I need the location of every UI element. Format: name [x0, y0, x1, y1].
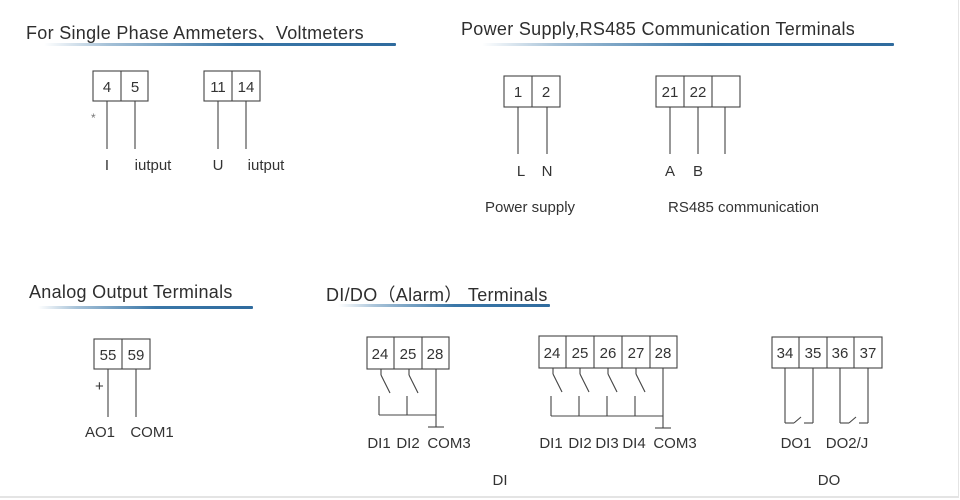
- terminal-number: 36: [832, 345, 849, 362]
- terminal-number: 4: [103, 79, 111, 96]
- wire-label-di2: DI2: [568, 435, 592, 452]
- wire-label-di1: DI1: [367, 435, 391, 452]
- wire-label-com1: COM1: [130, 424, 174, 441]
- wire-label-iutput: iutput: [134, 157, 172, 174]
- terminal-number: 37: [860, 345, 877, 362]
- terminal-block-power-supply: [503, 75, 561, 154]
- wire-label-di4: DI4: [622, 435, 646, 452]
- terminal-block-current: [92, 70, 149, 149]
- terminal-number: 22: [690, 84, 707, 101]
- title-underline: [44, 43, 396, 46]
- terminal-number: 2: [542, 84, 550, 101]
- title-underline: [338, 304, 550, 307]
- terminal-block-di-2ch: [366, 336, 450, 428]
- section-title-ammeters-voltmeters: For Single Phase Ammeters、Voltmeters: [26, 23, 364, 43]
- group-caption-di: DI: [492, 472, 508, 489]
- terminal-number: 14: [238, 79, 255, 96]
- terminal-number: 27: [628, 345, 645, 362]
- terminal-number: 28: [427, 346, 444, 363]
- section-title-analog-output: Analog Output Terminals: [29, 282, 233, 302]
- caption-power-supply: Power supply: [485, 199, 576, 216]
- wire-label-di3: DI3: [595, 435, 619, 452]
- terminal-number: 25: [400, 346, 417, 363]
- wire-label-di2: DI2: [396, 435, 420, 452]
- wire-label-n: N: [541, 163, 553, 180]
- terminal-number: 5: [131, 79, 139, 96]
- terminal-number: 21: [662, 84, 679, 101]
- wire-label-iutput: iutput: [247, 157, 285, 174]
- terminal-number: 34: [777, 345, 794, 362]
- wire-label-di1: DI1: [539, 435, 563, 452]
- terminal-block-do: [771, 336, 883, 424]
- terminal-number: 28: [655, 345, 672, 362]
- terminal-block-di-4ch: [538, 335, 678, 429]
- polarity-star-marker: *: [91, 111, 96, 125]
- wire-label-ao1: AO1: [84, 424, 116, 441]
- terminal-number: 26: [600, 345, 617, 362]
- title-underline: [38, 306, 253, 309]
- wire-label-com3: COM3: [427, 435, 471, 452]
- wire-label-b: B: [692, 163, 704, 180]
- terminal-number: 24: [372, 346, 389, 363]
- terminal-block-voltage: [203, 70, 261, 149]
- section-title-power-rs485: Power Supply,RS485 Communication Termina…: [461, 19, 856, 39]
- caption-rs485-communication: RS485 communication: [668, 199, 819, 216]
- wire-label-do2j: DO2/J: [825, 435, 869, 452]
- terminal-number: 59: [128, 347, 145, 364]
- wire-label-do1: DO1: [780, 435, 812, 452]
- terminal-block-analog-output: [93, 338, 151, 417]
- terminal-number: 11: [210, 79, 226, 96]
- terminal-number: 1: [514, 84, 522, 101]
- wire-label-u: U: [212, 157, 224, 174]
- title-underline: [482, 43, 894, 46]
- terminal-number: 35: [805, 345, 822, 362]
- wire-label-com3: COM3: [653, 435, 697, 452]
- wire-label-a: A: [664, 163, 676, 180]
- section-title-dido-alarm: DI/DO（Alarm） Terminals: [326, 285, 548, 305]
- group-caption-do: DO: [817, 472, 841, 489]
- terminal-number: 25: [572, 345, 589, 362]
- polarity-plus-marker: +: [95, 378, 104, 395]
- terminal-number: 24: [544, 345, 561, 362]
- wire-label-i: I: [104, 157, 110, 174]
- terminal-block-rs485: [655, 75, 741, 154]
- wire-label-l: L: [516, 163, 526, 180]
- terminal-number: 55: [100, 347, 117, 364]
